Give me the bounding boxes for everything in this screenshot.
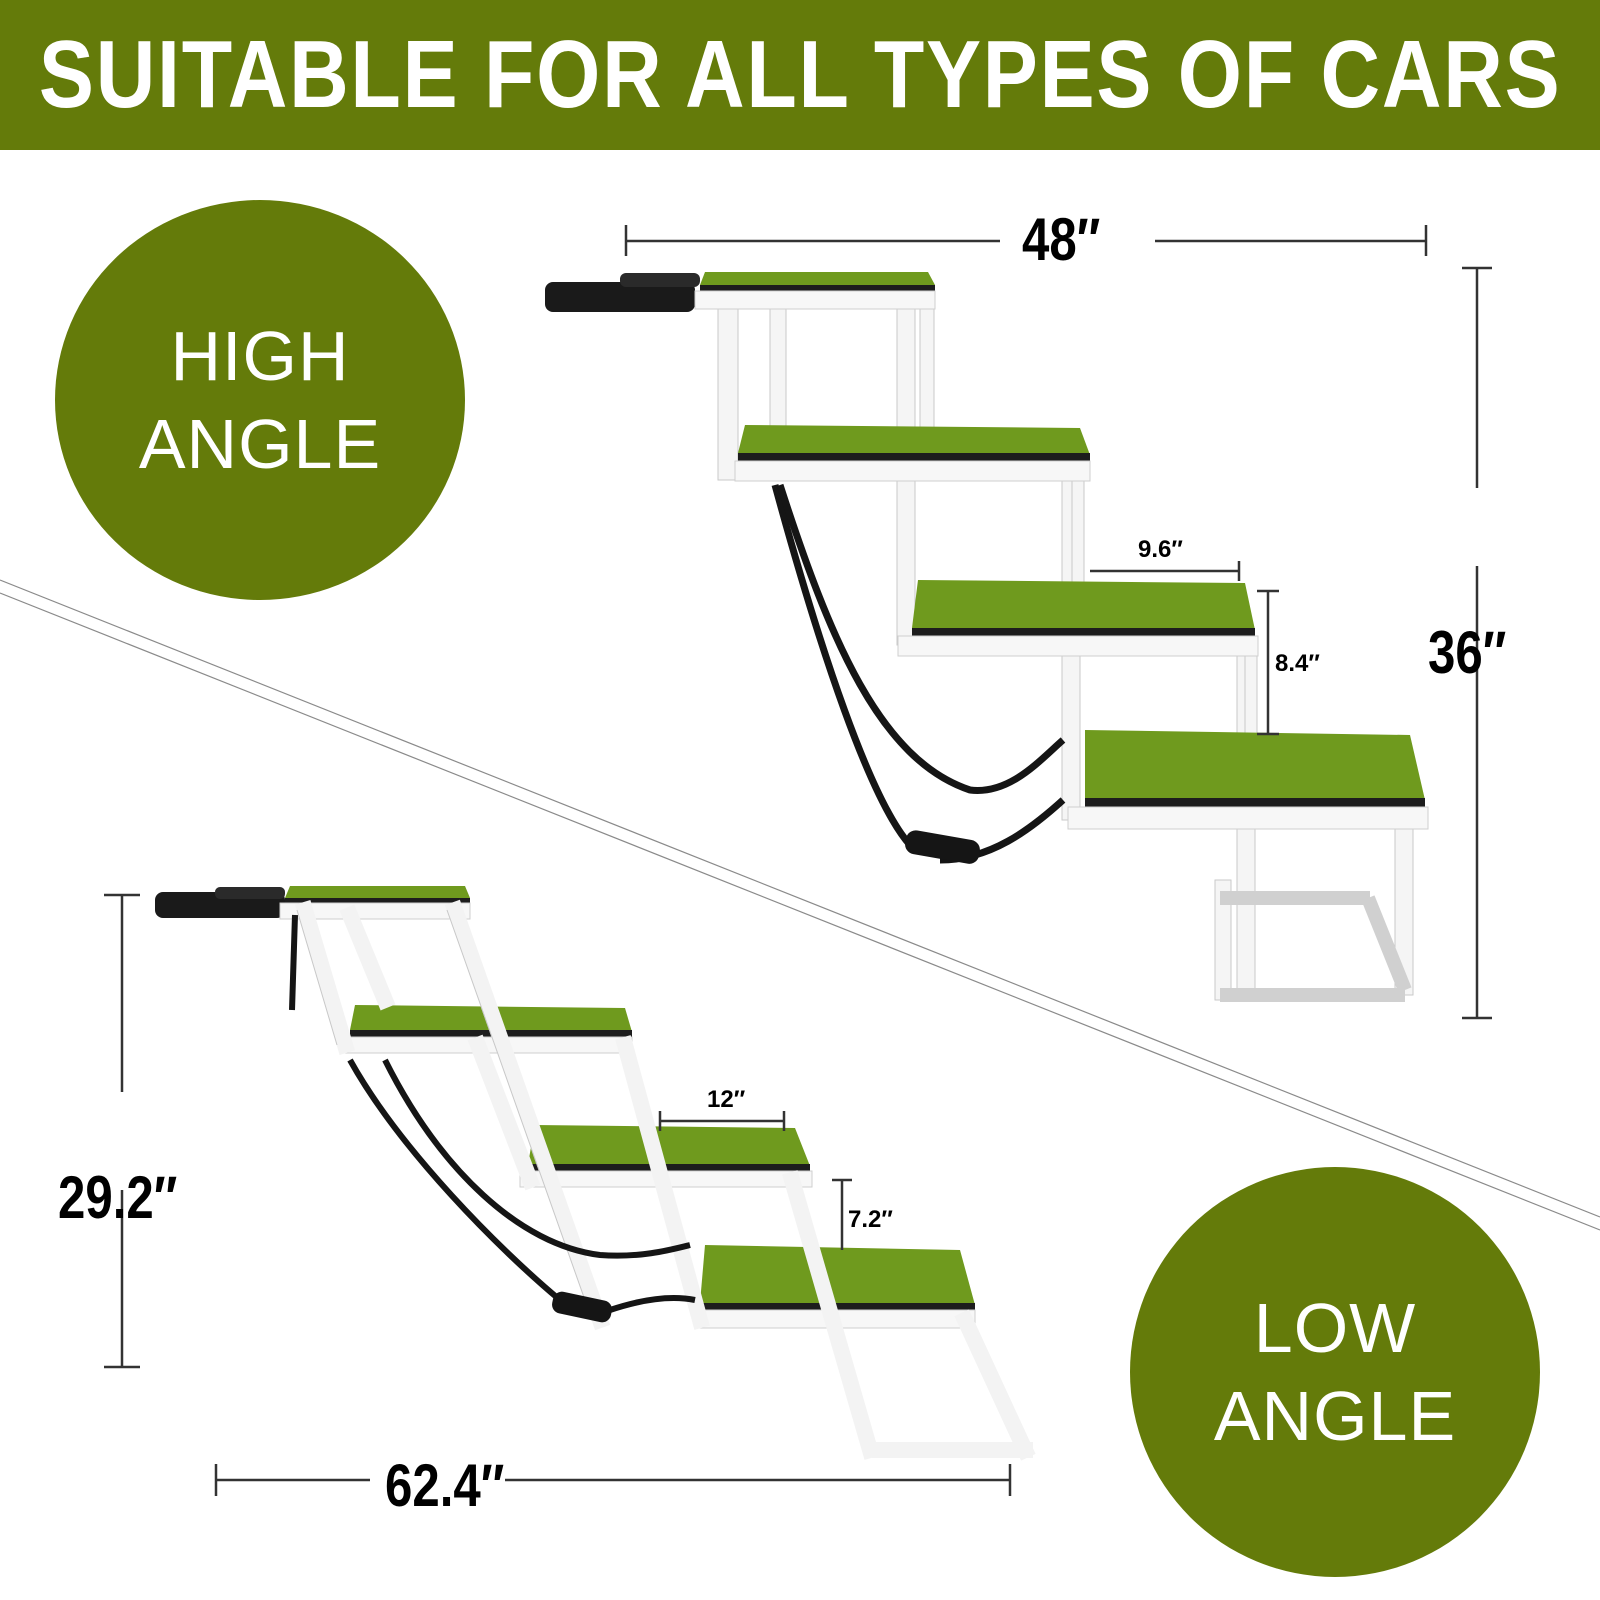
low-width-label: 62.4″ xyxy=(385,1452,505,1519)
low-height-label: 29.2″ xyxy=(58,1164,178,1231)
high-angle-line1: HIGH xyxy=(170,317,350,395)
low-step-rise-label: 7.2″ xyxy=(848,1206,893,1233)
high-width-label: 48″ xyxy=(1022,206,1101,273)
diagonal-divider xyxy=(0,579,1600,1231)
high-angle-line2: ANGLE xyxy=(138,405,382,483)
header-banner: SUITABLE FOR ALL TYPES OF CARS xyxy=(0,0,1600,150)
high-height-label: 36″ xyxy=(1428,619,1507,686)
low-angle-stairs-icon xyxy=(155,886,1036,1461)
low-angle-badge: LOW ANGLE xyxy=(1130,1167,1540,1577)
low-step-4 xyxy=(694,1245,976,1329)
low-angle-line2: ANGLE xyxy=(1213,1377,1457,1455)
banner-title: SUITABLE FOR ALL TYPES OF CARS xyxy=(38,21,1562,128)
high-step-3 xyxy=(897,580,1259,657)
low-angle-line1: LOW xyxy=(1253,1289,1417,1367)
low-step-depth-label: 12″ xyxy=(707,1086,746,1113)
high-step-depth-label: 9.6″ xyxy=(1138,536,1183,563)
high-step-2 xyxy=(734,425,1091,482)
low-step-1 xyxy=(279,886,471,920)
high-step-rise-label: 8.4″ xyxy=(1275,650,1320,677)
high-step-4 xyxy=(1067,730,1429,830)
high-angle-stairs-icon xyxy=(545,272,1429,1002)
high-step-1 xyxy=(694,272,936,310)
high-angle-badge: HIGH ANGLE xyxy=(55,200,465,600)
dimension-lines xyxy=(104,225,1492,1496)
